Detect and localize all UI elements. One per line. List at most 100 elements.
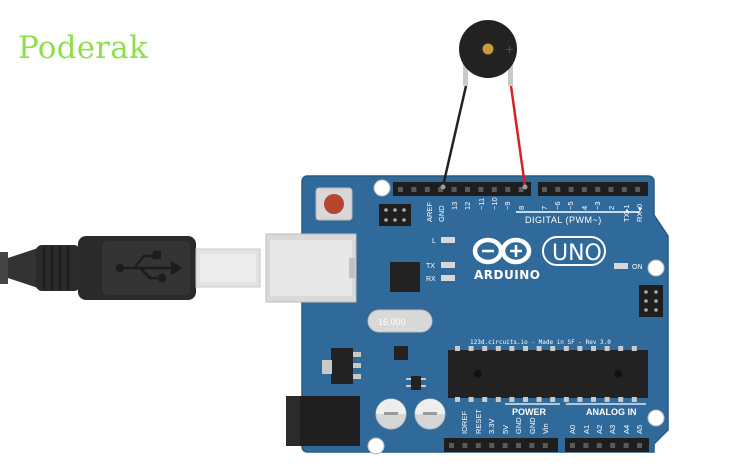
power-jack-front xyxy=(286,396,300,446)
led-on xyxy=(614,263,628,269)
pin-label: A4 xyxy=(622,425,631,434)
pin-label: ~11 xyxy=(477,198,486,210)
header-hole[interactable] xyxy=(398,187,403,192)
transistor xyxy=(406,376,426,390)
header-hole[interactable] xyxy=(451,187,457,192)
arduino-logo xyxy=(472,237,532,265)
credit-text: 123d.circuits.io - Made in SF - Rev 3.0 xyxy=(470,339,611,346)
regulator-pin xyxy=(353,352,361,357)
chip-pin xyxy=(631,346,637,351)
analog-header xyxy=(565,438,649,452)
chip-pin xyxy=(482,346,488,351)
wire-end-gnd xyxy=(440,184,446,190)
power-header xyxy=(444,438,558,452)
pin-label: TX▸1 xyxy=(622,204,631,222)
header-hole[interactable] xyxy=(424,187,430,192)
usb-controller-chip xyxy=(390,262,420,292)
pin-label: A0 xyxy=(568,425,577,434)
chip-pin xyxy=(509,346,515,351)
header-hole[interactable] xyxy=(596,443,602,448)
mounting-hole xyxy=(367,437,385,455)
header-hole[interactable] xyxy=(595,187,601,192)
icsp-header-right xyxy=(639,285,663,317)
usb-cable[interactable] xyxy=(0,236,261,300)
header-hole[interactable] xyxy=(568,187,574,192)
chip-pin xyxy=(577,346,583,351)
chip-pin xyxy=(495,346,501,351)
pin-label: 3.3V xyxy=(487,419,496,434)
header-hole[interactable] xyxy=(583,443,589,448)
chip-pin xyxy=(631,397,637,402)
header-hole[interactable] xyxy=(635,187,641,192)
header-hole[interactable] xyxy=(623,443,629,448)
mounting-hole xyxy=(647,409,665,427)
wire-signal[interactable] xyxy=(509,85,527,187)
buzzer-leg-positive xyxy=(508,62,513,86)
led-l xyxy=(441,237,455,243)
chip-pin xyxy=(455,397,460,402)
header-hole[interactable] xyxy=(475,443,481,448)
pin-label: GND xyxy=(437,205,446,222)
mounting-hole xyxy=(373,179,391,197)
chip-pin xyxy=(604,346,610,351)
atmega-chip xyxy=(448,346,648,402)
header-hole[interactable] xyxy=(462,443,468,448)
header-hole[interactable] xyxy=(542,187,547,192)
capacitor xyxy=(375,398,407,430)
reset-button[interactable] xyxy=(324,194,344,214)
wire-end-signal xyxy=(522,184,528,190)
led-tx-label: TX xyxy=(426,263,435,270)
cable-wire xyxy=(0,252,8,284)
header-hole[interactable] xyxy=(542,443,548,448)
header-hole[interactable] xyxy=(518,187,524,192)
piezo-buzzer[interactable]: + xyxy=(459,20,517,86)
crystal-label: 16.000 xyxy=(378,317,406,327)
header-hole[interactable] xyxy=(570,443,575,448)
chip-pin xyxy=(455,346,460,351)
header-hole[interactable] xyxy=(491,187,497,192)
chip-pin xyxy=(563,397,569,402)
header-hole[interactable] xyxy=(608,187,614,192)
chip-pin xyxy=(577,397,583,402)
header-hole[interactable] xyxy=(449,443,454,448)
led-l-label: L xyxy=(432,238,436,245)
usb-port-tab xyxy=(349,258,355,278)
pin-label: RESET xyxy=(474,409,483,434)
pin-label: GND xyxy=(514,417,523,434)
brand-label: ARDUINO xyxy=(474,268,540,282)
led-rx xyxy=(441,275,455,281)
voltage-regulator xyxy=(331,348,353,384)
header-hole[interactable] xyxy=(465,187,470,192)
header-hole[interactable] xyxy=(502,443,508,448)
header-hole[interactable] xyxy=(489,443,495,448)
header-hole[interactable] xyxy=(505,187,511,192)
pin-label: A1 xyxy=(582,425,591,434)
header-hole[interactable] xyxy=(637,443,642,448)
pin-label: IOREF xyxy=(460,411,469,434)
pin-label: A3 xyxy=(608,425,617,434)
wire-gnd[interactable] xyxy=(441,85,468,187)
chip-pin xyxy=(550,346,556,351)
chip-pin xyxy=(563,346,569,351)
header-hole[interactable] xyxy=(555,187,561,192)
pin-label: ~3 xyxy=(593,201,602,210)
header-hole[interactable] xyxy=(529,443,535,448)
regulator-pin xyxy=(353,374,361,379)
header-hole[interactable] xyxy=(438,187,444,192)
digital-header-left xyxy=(393,182,531,196)
header-hole[interactable] xyxy=(621,187,627,192)
led-on-label: ON xyxy=(632,264,643,271)
pin-label: 2 xyxy=(607,206,616,210)
header-hole[interactable] xyxy=(516,443,521,448)
header-hole[interactable] xyxy=(411,187,417,192)
header-hole[interactable] xyxy=(581,187,587,192)
header-hole[interactable] xyxy=(610,443,616,448)
header-hole[interactable] xyxy=(478,187,484,192)
chip-pin xyxy=(523,397,528,402)
pin-label: 4 xyxy=(580,206,589,210)
pin-label: AREF xyxy=(425,202,434,222)
